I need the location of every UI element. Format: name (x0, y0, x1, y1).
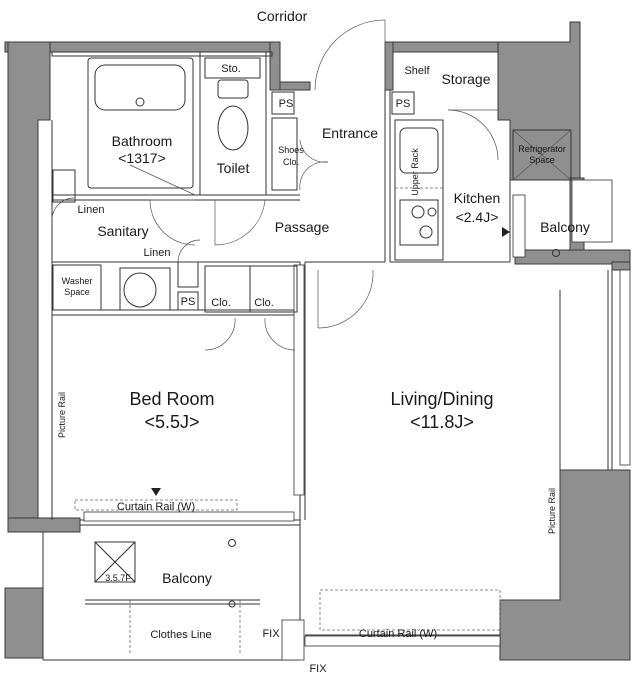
kitchen-marker-icon (502, 227, 510, 237)
label-washer: Washer (62, 276, 93, 286)
label-refrigerator: Refrigerator (518, 144, 566, 154)
label-living-size: <11.8J> (410, 412, 474, 432)
label-picture-rail-left: Picture Rail (57, 392, 67, 438)
label-kitchen-size: <2.4J> (456, 209, 499, 225)
label-shoes: Shoes (278, 145, 304, 155)
label-ps-1: PS (279, 98, 294, 110)
label-passage: Passage (275, 219, 330, 235)
label-sanitary: Sanitary (97, 223, 148, 239)
windows (83, 264, 631, 661)
label-toilet: Toilet (217, 160, 250, 176)
label-linen-2: Linen (144, 247, 171, 259)
label-bedroom: Bed Room (129, 389, 214, 409)
curtain-marker-icon (151, 488, 161, 496)
label-ps-2: PS (396, 98, 411, 110)
label-clothes-line: Clothes Line (150, 629, 211, 641)
label-corridor: Corridor (257, 8, 308, 24)
label-kitchen: Kitchen (454, 190, 501, 206)
label-storage: Storage (441, 71, 490, 87)
label-clo-2: Clo. (254, 297, 274, 309)
label-bedroom-size: <5.5J> (144, 412, 199, 432)
walls (4, 21, 631, 661)
label-bathroom: Bathroom (112, 133, 173, 149)
label-balcony-side: Balcony (540, 219, 590, 235)
label-shelf: Shelf (404, 65, 430, 77)
label-entrance: Entrance (322, 125, 378, 141)
label-linen-1: Linen (78, 204, 105, 216)
label-curtain-rail-bed: Curtain Rail (W) (117, 501, 195, 513)
label-living: Living/Dining (390, 389, 493, 409)
label-picture-rail-right: Picture Rail (547, 488, 557, 534)
label-refrigerator-space: Space (529, 155, 555, 165)
label-sto: Sto. (221, 63, 241, 75)
label-balcony-main: Balcony (162, 570, 212, 586)
label-shoes-clo: Clo. (283, 157, 299, 167)
label-upper-rack: Upper Rack (410, 148, 420, 196)
label-fix-2: FIX (309, 663, 327, 675)
label-washer-space: Space (64, 287, 90, 297)
label-hatch: 3.5.7F (105, 573, 131, 583)
label-fix-1: FIX (262, 628, 280, 640)
doors (51, 19, 499, 351)
label-clo-1: Clo. (211, 297, 231, 309)
label-curtain-rail-living: Curtain Rail (W) (359, 628, 437, 640)
label-ps-3: PS (181, 296, 196, 308)
labels: Corridor Shelf Storage Sto. Bathroom <13… (57, 8, 590, 675)
fixtures (52, 57, 613, 608)
label-bathroom-size: <1317> (118, 150, 166, 166)
